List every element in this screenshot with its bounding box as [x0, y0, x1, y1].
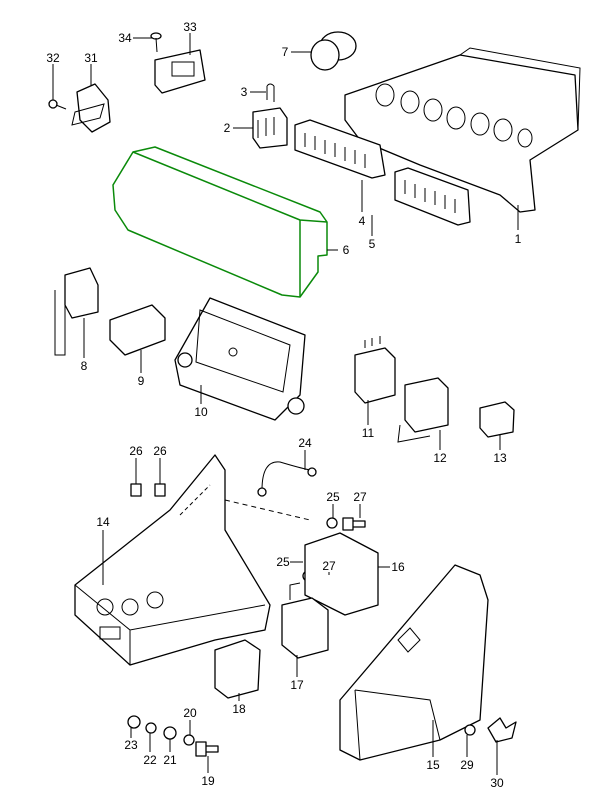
part-26-clip[interactable] [154, 483, 166, 497]
part-15-cover[interactable] [339, 564, 489, 761]
label-9: 9 [138, 374, 145, 388]
label-27b: 27 [322, 559, 336, 573]
part-30-wing-nut[interactable] [487, 717, 517, 743]
label-19: 19 [201, 774, 215, 788]
part-29-washer[interactable] [464, 724, 476, 736]
label-11: 11 [362, 426, 375, 440]
part-labels: 34 33 32 31 7 3 2 4 5 1 6 8 9 10 11 12 1… [46, 20, 521, 790]
part-13-relay[interactable] [479, 401, 515, 438]
part-24-ground-cable[interactable] [257, 461, 317, 497]
label-5: 5 [369, 237, 376, 251]
part-21-bushing[interactable] [163, 726, 177, 740]
label-26b: 26 [153, 444, 167, 458]
label-27a: 27 [353, 490, 367, 504]
label-31: 31 [84, 51, 98, 65]
part-22-washer[interactable] [145, 722, 157, 734]
leader-lines [52, 33, 519, 775]
label-4: 4 [359, 214, 366, 228]
part-14-bracket[interactable] [74, 454, 311, 666]
part-23-nut[interactable] [127, 715, 141, 729]
label-7: 7 [282, 45, 289, 59]
label-34: 34 [118, 31, 132, 45]
label-29: 29 [460, 758, 474, 772]
part-12-relay[interactable] [397, 377, 449, 443]
label-6: 6 [343, 243, 350, 257]
part-20-washer[interactable] [183, 734, 195, 746]
label-8: 8 [81, 359, 88, 373]
label-12: 12 [433, 451, 447, 465]
part-33-socket[interactable] [154, 49, 206, 94]
part-3-clip[interactable] [266, 83, 275, 102]
label-1: 1 [515, 232, 522, 246]
part-19-bolt[interactable] [195, 741, 219, 757]
label-16: 16 [391, 560, 405, 574]
part-31-relay[interactable] [71, 83, 111, 133]
part-17-relay[interactable] [281, 582, 329, 659]
label-26a: 26 [129, 444, 143, 458]
part-4-fuse-block[interactable] [294, 119, 386, 179]
label-22: 22 [143, 753, 157, 767]
part-25-washer[interactable] [326, 517, 338, 529]
label-21: 21 [163, 753, 177, 767]
label-17: 17 [290, 678, 304, 692]
label-15: 15 [426, 758, 440, 772]
label-25a: 25 [326, 490, 340, 504]
label-18: 18 [232, 702, 246, 716]
part-7-round-connector[interactable] [310, 31, 357, 71]
label-23: 23 [124, 738, 138, 752]
label-32: 32 [46, 51, 60, 65]
label-25b: 25 [276, 555, 290, 569]
label-2: 2 [224, 121, 231, 135]
part-27-bolt[interactable] [342, 517, 366, 531]
label-24: 24 [298, 436, 312, 450]
part-2-fuse-block[interactable] [252, 107, 288, 149]
label-33: 33 [183, 20, 197, 34]
label-10: 10 [194, 405, 208, 419]
part-18-connector[interactable] [214, 639, 261, 699]
part-8-relay[interactable] [54, 267, 99, 356]
label-20: 20 [183, 706, 197, 720]
part-6-fuse-cover[interactable] [112, 146, 328, 298]
part-16-module[interactable] [304, 532, 379, 616]
label-3: 3 [241, 85, 248, 99]
part-10-control-unit[interactable] [174, 297, 306, 421]
part-11-relay[interactable] [354, 336, 396, 404]
label-13: 13 [493, 451, 507, 465]
part-32-screw[interactable] [48, 99, 67, 110]
part-9-relay[interactable] [109, 304, 166, 356]
part-26-clip[interactable] [130, 483, 142, 497]
label-14: 14 [96, 515, 110, 529]
part-5-fuse-block[interactable] [394, 167, 471, 226]
label-30: 30 [490, 776, 504, 790]
part-34-screw[interactable] [150, 32, 162, 53]
